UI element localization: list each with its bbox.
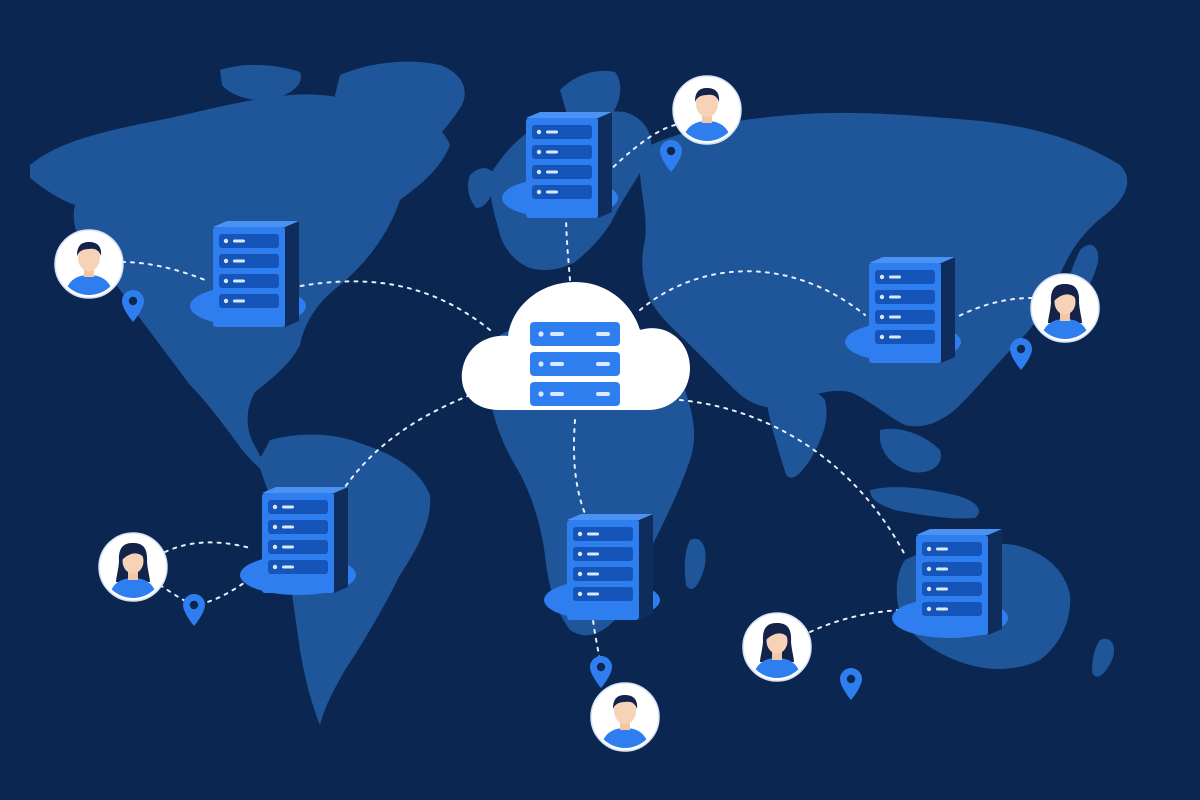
cloud-server-icon <box>461 282 690 410</box>
landmass-uk <box>468 168 496 208</box>
connector-hub-africa <box>572 419 591 526</box>
server-rack-icon <box>262 487 348 593</box>
landmass-indonesia <box>870 487 979 519</box>
user-avatar-icon <box>55 230 123 299</box>
user-avatar-icon <box>99 533 167 602</box>
landmass-new-zealand <box>1092 638 1115 677</box>
server-rack-icon <box>916 529 1002 635</box>
connector-hub-asia <box>639 270 866 316</box>
connector-user-south-america <box>164 541 251 553</box>
connector-user-asia <box>954 297 1033 319</box>
user-avatar-icon <box>1031 274 1099 343</box>
landmass-southeast-asia <box>880 428 941 473</box>
landmass-greenland <box>335 61 465 210</box>
server-rack-icon <box>213 221 299 327</box>
user-avatar-icon <box>673 76 741 145</box>
server-rack-icon <box>869 257 955 363</box>
hub-server-stack <box>530 322 620 406</box>
user-avatar-icon <box>743 613 811 682</box>
landmass-madagascar <box>684 538 706 589</box>
landmass-arctic-islands <box>220 64 301 101</box>
server-rack-icon <box>567 514 653 620</box>
landmass-india <box>768 384 827 478</box>
connector-hub-north-america <box>289 280 491 331</box>
connector-user-north-america <box>121 261 206 281</box>
connector-hub-australia <box>679 399 906 556</box>
server-rack-icon <box>526 112 612 218</box>
connector-user-australia <box>809 609 901 633</box>
user-avatar-icon <box>591 683 659 752</box>
connector-hub-south-america <box>329 394 471 511</box>
